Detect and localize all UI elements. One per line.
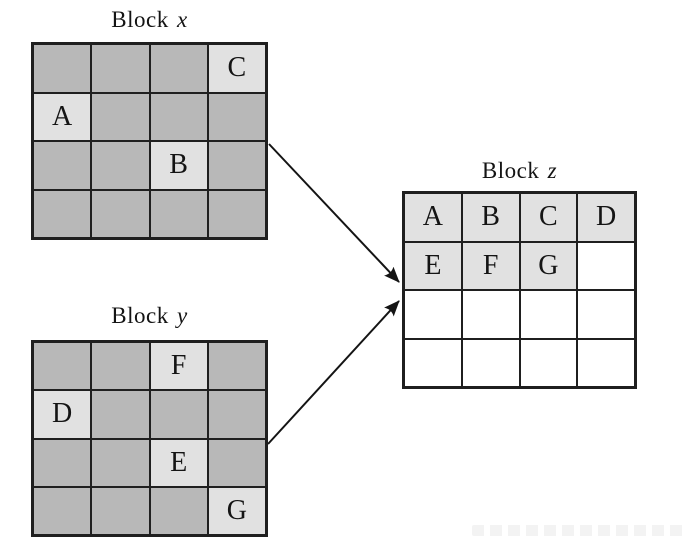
block-y-cell-r3c0 [33, 486, 92, 535]
block-z-cell-r3c2 [519, 338, 578, 387]
block-y-cell-F: F [149, 342, 208, 391]
block-z-cell-C: C [519, 193, 578, 242]
block-y-cell-r2c0 [33, 438, 92, 487]
block-z-cell-A: A [404, 193, 462, 242]
block-y-cell-E: E [149, 438, 208, 487]
block-x-cell-r3c1 [91, 189, 150, 238]
block-x-title-prefix: Block [111, 7, 169, 32]
block-y-title-variable: y [176, 303, 188, 328]
block-z-cell-G: G [519, 241, 578, 290]
block-x-cell-r0c2 [149, 44, 208, 93]
arrow-block-y-to-block-z [267, 300, 400, 445]
block-y-cell-r3c1 [91, 486, 150, 535]
block-y-cell-G: G [207, 486, 266, 535]
arrow-block-x-to-block-z [268, 143, 400, 283]
block-y-cell-r1c2 [149, 390, 208, 439]
block-z-cell-B: B [461, 193, 520, 242]
block-x-cell-A: A [33, 92, 92, 141]
block-y-cell-r1c3 [207, 390, 266, 439]
block-y-title: Block y [31, 303, 268, 329]
block-z-cell-r3c3 [577, 338, 635, 387]
block-x-cell-r1c1 [91, 92, 150, 141]
block-x-cell-r1c2 [149, 92, 208, 141]
block-z-cell-r3c1 [461, 338, 520, 387]
block-x-cell-r3c0 [33, 189, 92, 238]
block-z-cell-r2c1 [461, 290, 520, 339]
block-x-cell-r1c3 [207, 92, 266, 141]
block-x-cell-r2c0 [33, 141, 92, 190]
block-y-cell-r1c1 [91, 390, 150, 439]
block-x-grid: C A B [31, 42, 268, 240]
block-x-cell-r3c3 [207, 189, 266, 238]
block-y-cell-r2c1 [91, 438, 150, 487]
block-z-cell-r2c3 [577, 290, 635, 339]
block-z-cell-D: D [577, 193, 635, 242]
block-z-title-variable: z [547, 158, 558, 183]
block-x-cell-r2c1 [91, 141, 150, 190]
block-x-cell-r0c1 [91, 44, 150, 93]
block-z-title: Block z [402, 158, 637, 184]
block-x-cell-B: B [149, 141, 208, 190]
block-z-cell-F: F [461, 241, 520, 290]
block-x-title: Block x [31, 7, 268, 33]
block-x-cell-r2c3 [207, 141, 266, 190]
block-x-cell-r3c2 [149, 189, 208, 238]
block-y-cell-D: D [33, 390, 92, 439]
block-y-cell-r0c3 [207, 342, 266, 391]
block-z-title-prefix: Block [481, 158, 540, 183]
block-y-cell-r0c0 [33, 342, 92, 391]
watermark-smudge [472, 525, 686, 536]
block-z-cell-r3c0 [404, 338, 462, 387]
block-x-cell-r0c0 [33, 44, 92, 93]
block-y-title-prefix: Block [111, 303, 169, 328]
block-y-cell-r3c2 [149, 486, 208, 535]
block-z-cell-r1c3 [577, 241, 635, 290]
block-y-cell-r0c1 [91, 342, 150, 391]
block-y-cell-r2c3 [207, 438, 266, 487]
block-z-cell-r2c0 [404, 290, 462, 339]
block-z-cell-E: E [404, 241, 462, 290]
block-x-title-variable: x [176, 7, 188, 32]
block-z-cell-r2c2 [519, 290, 578, 339]
block-x-cell-C: C [207, 44, 266, 93]
